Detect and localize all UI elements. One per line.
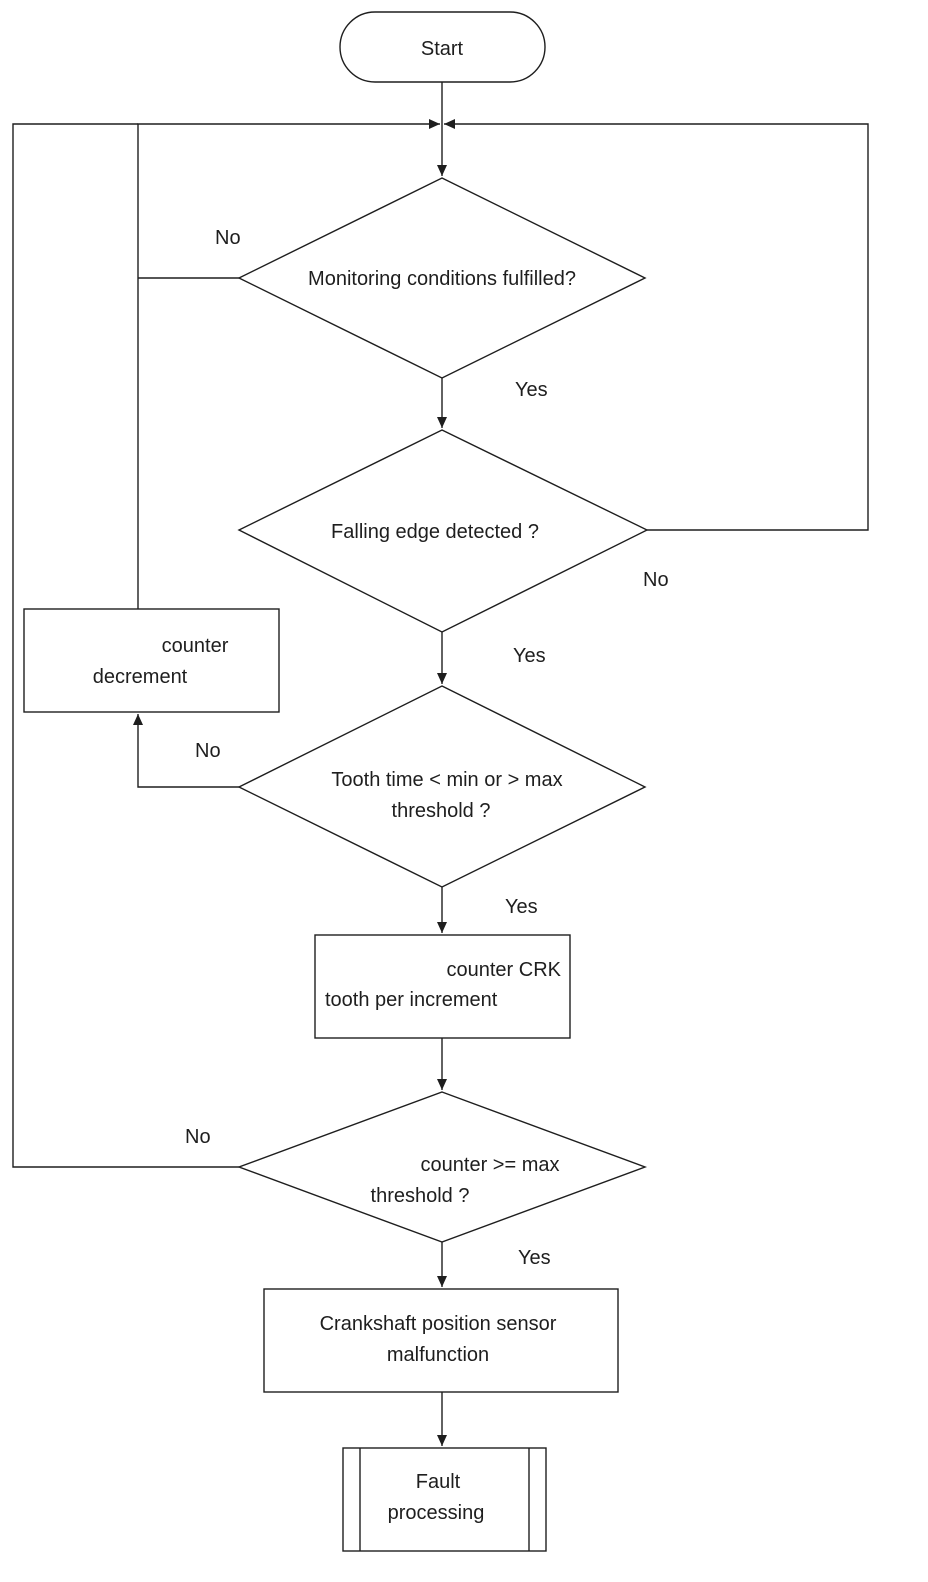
connector-threshold-no-loop [12, 123, 239, 1168]
fault-processing-line2: processing [388, 1502, 485, 1524]
counter-decrement-line2: decrement [93, 666, 188, 688]
counter-increment-box [314, 934, 571, 1039]
sensor-malfunction-line2: malfunction [387, 1344, 489, 1366]
branch-tooth-time-no: No [195, 740, 221, 762]
falling-edge-label: Falling edge detected ? [331, 521, 539, 543]
counter-decrement-line1: counter [162, 635, 229, 657]
fault-processing-box [342, 1447, 547, 1552]
branch-falling-edge-no: No [643, 569, 669, 591]
fault-processing-line1: Fault [416, 1471, 461, 1493]
branch-threshold-yes: Yes [518, 1247, 551, 1269]
branch-tooth-time-yes: Yes [505, 896, 538, 918]
counter-threshold-line1: counter >= max [421, 1154, 560, 1176]
sensor-malfunction-line1: Crankshaft position sensor [320, 1313, 557, 1335]
counter-increment-line2: tooth per increment [325, 989, 498, 1011]
connector-falling-edge-no-loop [444, 119, 869, 531]
start-label: Start [421, 38, 464, 60]
sensor-malfunction-box [263, 1288, 619, 1393]
connector-tooth-time-no [133, 714, 239, 788]
counter-increment-line1: counter CRK [447, 959, 562, 981]
tooth-time-label-line2: threshold ? [392, 800, 491, 822]
counter-threshold-line2: threshold ? [371, 1185, 470, 1207]
monitoring-label: Monitoring conditions fulfilled? [308, 268, 576, 290]
branch-threshold-no: No [185, 1126, 211, 1148]
tooth-time-label-line1: Tooth time < min or > max [331, 769, 562, 791]
branch-monitoring-no: No [215, 227, 241, 249]
branch-falling-edge-yes: Yes [513, 645, 546, 667]
counter-decrement-box [23, 608, 280, 713]
branch-monitoring-yes: Yes [515, 379, 548, 401]
